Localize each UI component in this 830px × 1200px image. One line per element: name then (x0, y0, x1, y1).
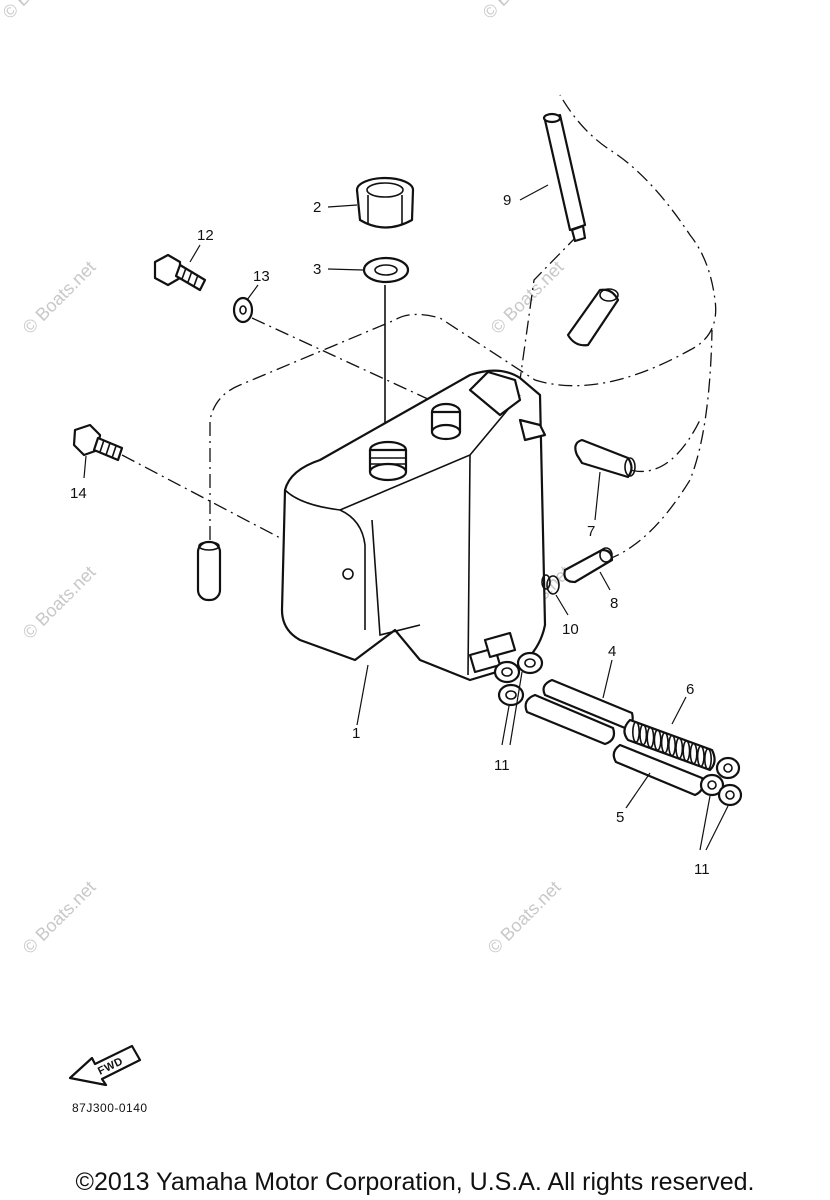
filler-cap-part-2 (355, 176, 415, 229)
callout-13: 13 (253, 268, 270, 285)
leader-lines (83, 184, 729, 851)
hose-part-4 (524, 678, 634, 746)
spring-part-6 (623, 718, 716, 772)
spring-coil (703, 748, 712, 770)
callout-2: 2 (313, 199, 321, 216)
callout-3: 3 (313, 261, 321, 278)
oil-tank-part-1 (280, 369, 547, 682)
hose-route-line (209, 94, 717, 540)
bolt-part-12 (153, 253, 207, 292)
hose-part-9 (542, 112, 587, 243)
gasket-part-3 (362, 256, 410, 284)
spring-coil (696, 745, 705, 768)
callout-5: 5 (616, 809, 624, 826)
callout-labels: 1 2 3 4 5 6 7 8 9 10 11 11 12 13 14 (70, 192, 710, 878)
bolt-13-axis (251, 317, 431, 401)
watermark: © Boats.net (484, 877, 565, 958)
spring-coil (631, 721, 640, 743)
watermark: © Boats.net (19, 877, 100, 958)
hose-part-8 (563, 547, 614, 584)
spring-coil (653, 729, 662, 751)
copyright-footer: ©2013 Yamaha Motor Corporation, U.S.A. A… (75, 1168, 755, 1196)
watermark: © Boats.net (479, 0, 560, 23)
washer-part-13 (232, 296, 254, 324)
hose-left (196, 540, 222, 602)
spring-coil (689, 742, 698, 765)
callout-9: 9 (503, 192, 511, 209)
clamp-parts-11-right (699, 756, 743, 807)
hose-upper (566, 288, 620, 347)
spring-coil (667, 734, 676, 757)
callout-12: 12 (197, 227, 214, 244)
watermark: © Boats.net (0, 0, 80, 23)
watermark: © Boats.net (19, 562, 100, 643)
spring-coil (675, 737, 684, 760)
callout-6: 6 (686, 681, 694, 698)
callout-4: 4 (608, 643, 616, 660)
forward-arrow: FWD (68, 1044, 142, 1087)
spring-coil (646, 726, 655, 749)
spring-coil (639, 723, 648, 746)
callout-1: 1 (352, 725, 360, 742)
hose-9-axis (519, 234, 579, 381)
hose-7-route (629, 419, 701, 472)
callout-10: 10 (562, 621, 579, 638)
callout-8: 8 (610, 595, 618, 612)
callout-11-left: 11 (494, 757, 510, 774)
diagram-code: 87J300-0140 (72, 1101, 148, 1115)
hose-8-route (605, 329, 713, 561)
hose-part-7 (574, 438, 636, 479)
bolt-part-14 (72, 423, 124, 462)
callout-14: 14 (70, 485, 87, 502)
watermark: © Boats.net (19, 257, 100, 338)
spring-coil (682, 740, 691, 762)
spring-coil (660, 731, 669, 754)
callout-11-right: 11 (694, 861, 710, 878)
callout-7: 7 (587, 523, 595, 540)
clip-part-10 (541, 574, 560, 595)
